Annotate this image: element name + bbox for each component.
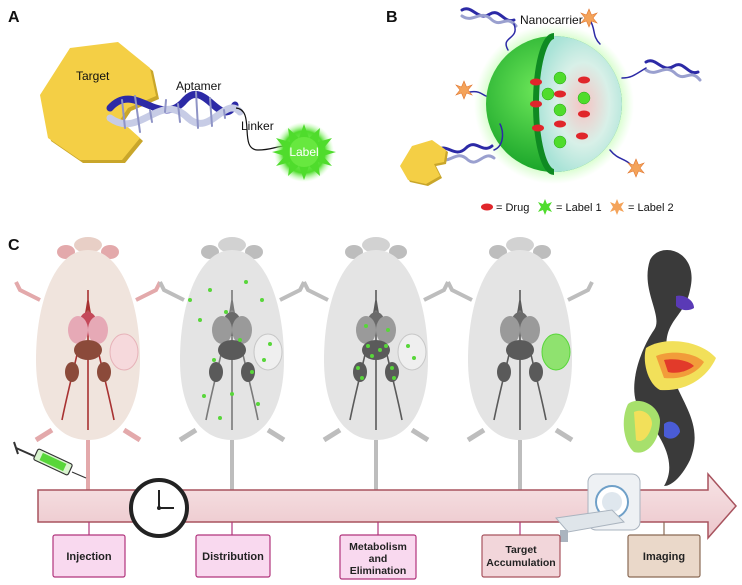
target-molecule xyxy=(40,42,159,163)
mouse-injection xyxy=(14,237,162,490)
stage-injection: Injection xyxy=(52,534,126,578)
surface-aptamers xyxy=(434,7,702,165)
mouse-target-accumulation xyxy=(446,237,594,490)
stage-imaging: Imaging xyxy=(627,534,701,578)
target-label: Target xyxy=(76,69,110,83)
legend-label1-icon xyxy=(538,199,552,215)
stage-injection-label: Injection xyxy=(66,551,112,563)
label-spiky-icon xyxy=(272,122,336,182)
mouse-distribution xyxy=(158,237,306,490)
stage-metabolism-line2: and xyxy=(369,553,388,565)
label2-markers xyxy=(455,8,645,178)
stage-metabolism: Metabolism and Elimination xyxy=(339,534,417,580)
clock-icon xyxy=(129,478,189,538)
nanocarrier-sphere xyxy=(474,24,634,184)
target-small-icon xyxy=(400,140,448,186)
legend: = Drug = Label 1 = Label 2 xyxy=(481,199,674,215)
nanocarrier-label: Nanocarrier xyxy=(520,13,583,27)
legend-label2-icon xyxy=(610,199,624,215)
stage-target-accumulation: Target Accumulation xyxy=(481,534,561,578)
legend-drug-icon xyxy=(481,203,493,211)
syringe-icon xyxy=(13,441,87,479)
stage-connectors xyxy=(88,522,665,535)
stage-distribution-label: Distribution xyxy=(202,551,264,563)
linker-label: Linker xyxy=(241,119,274,133)
panel-a-letter: A xyxy=(8,9,20,26)
aptamer-helix xyxy=(106,91,244,133)
imaging-scan xyxy=(623,250,716,486)
aptamer-label: Aptamer xyxy=(176,79,221,93)
stage-metabolism-line3: Elimination xyxy=(350,565,407,577)
drug-cargo xyxy=(530,76,590,140)
panel-c-letter: C xyxy=(8,237,20,254)
stage-distribution: Distribution xyxy=(195,534,271,578)
stage-imaging-label: Imaging xyxy=(643,551,685,563)
label1-cargo xyxy=(541,71,591,149)
stage-target-line2: Accumulation xyxy=(486,557,555,569)
mouse-metabolism xyxy=(302,237,450,490)
legend-drug-text: = Drug xyxy=(496,202,529,214)
legend-label2-text: = Label 2 xyxy=(628,202,674,214)
stage-metabolism-line1: Metabolism xyxy=(349,541,407,553)
mri-scanner-icon xyxy=(555,473,641,542)
label-text: Label xyxy=(289,145,318,159)
stage-target-line1: Target xyxy=(505,544,537,556)
legend-label1-text: = Label 1 xyxy=(556,202,602,214)
panel-b-letter: B xyxy=(386,9,398,26)
